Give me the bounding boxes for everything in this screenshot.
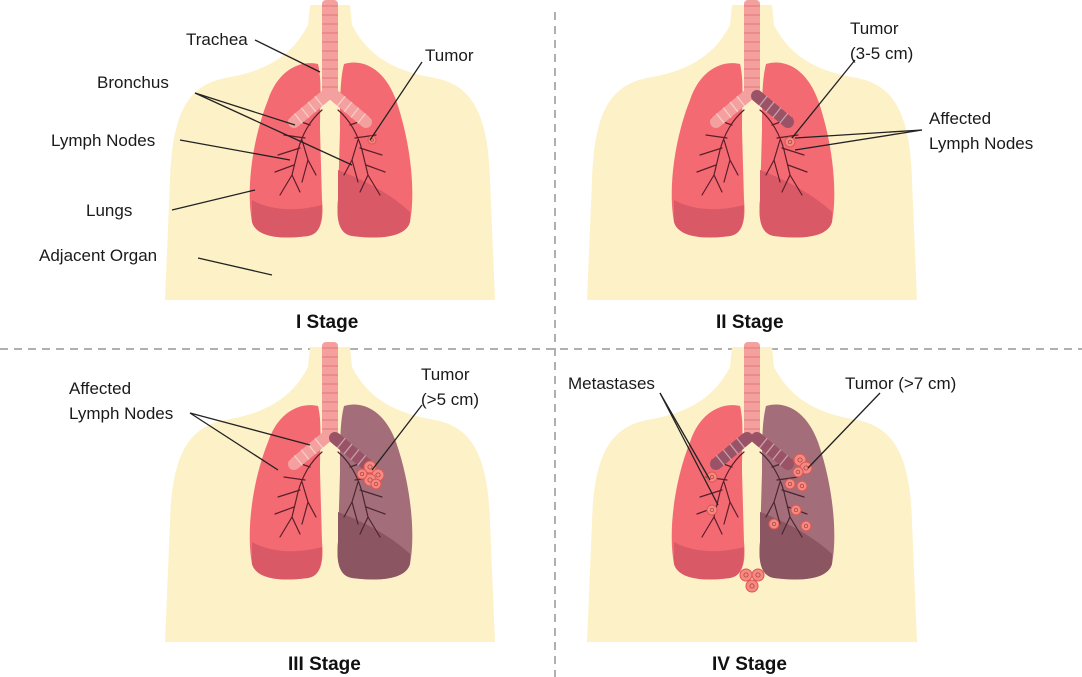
tumor-mass <box>797 481 807 491</box>
label-lymph-nodes: Lymph Nodes <box>51 128 155 153</box>
metastasis-mass <box>752 569 764 581</box>
label-trachea: Trachea <box>186 27 248 52</box>
label-affected-lymph-nodes: Affected Lymph Nodes <box>69 376 173 426</box>
tumor-mass <box>785 479 795 489</box>
label-tumor-over-5cm: Tumor (>5 cm) <box>421 362 479 412</box>
tumor-mass <box>785 137 795 147</box>
tumor-mass <box>791 505 801 515</box>
label-tumor-3-5cm: Tumor (3-5 cm) <box>850 16 913 66</box>
label-tumor: Tumor <box>425 43 474 68</box>
label-tumor-over-7cm: Tumor (>7 cm) <box>845 371 956 396</box>
caption-stage-1: I Stage <box>296 312 358 334</box>
label-metastases: Metastases <box>568 371 655 396</box>
tumor-mass <box>371 479 381 489</box>
tumor-mass <box>801 521 811 531</box>
tumor-mass <box>707 505 717 515</box>
label-adjacent-organ: Adjacent Organ <box>39 243 157 268</box>
tumor-mass <box>769 519 779 529</box>
label-affected-lymph-nodes: Affected Lymph Nodes <box>929 106 1033 156</box>
label-lungs: Lungs <box>86 198 132 223</box>
tumor-mass <box>357 469 367 479</box>
caption-stage-3: III Stage <box>288 654 361 676</box>
metastasis-mass <box>746 580 758 592</box>
caption-stage-2: II Stage <box>716 312 784 334</box>
label-bronchus: Bronchus <box>97 70 169 95</box>
tumor-mass <box>793 467 803 477</box>
caption-stage-4: IV Stage <box>712 654 787 676</box>
metastasis-mass <box>740 569 752 581</box>
